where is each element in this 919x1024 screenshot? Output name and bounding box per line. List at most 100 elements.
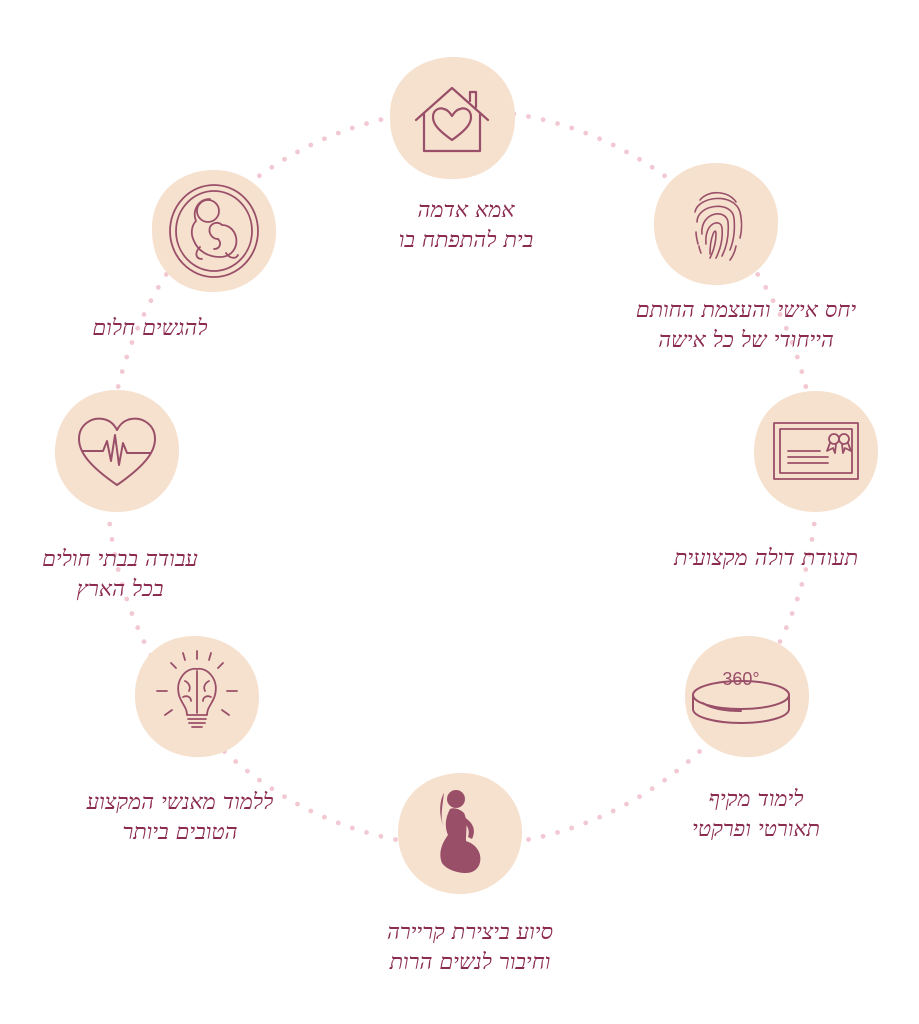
heartbeat-circle <box>51 387 183 515</box>
ring-dot <box>610 808 616 814</box>
ring-dot <box>107 521 113 527</box>
label-certificate: תעודת דולה מקצועית <box>616 544 916 574</box>
ring-dot <box>803 384 809 389</box>
rotation-360-circle: 360° <box>681 633 813 761</box>
label-fingerprint-line-2: הייחודי של כל אישה <box>658 328 834 353</box>
ring-dot <box>637 794 642 800</box>
ring-dot <box>269 786 275 792</box>
label-360: לימוד מקיף תאורטי ופרקטי <box>606 785 906 845</box>
ring-dot <box>378 833 384 839</box>
home-heart-icon <box>414 86 490 153</box>
ring-dot <box>109 537 115 542</box>
ring-dot <box>257 777 262 783</box>
ring-dot <box>662 777 667 783</box>
ring-dot <box>115 567 121 572</box>
ring-dot <box>555 121 560 126</box>
ring-dot <box>308 142 314 148</box>
ring-dot <box>378 117 384 123</box>
label-certificate-line-1: תעודת דולה מקצועית <box>673 546 859 571</box>
ring-dot <box>295 801 300 807</box>
fingerprint-circle <box>650 160 782 288</box>
ring-dot <box>777 312 783 317</box>
ring-dot <box>364 121 369 126</box>
ring-dot <box>583 130 589 136</box>
ring-dot <box>349 125 355 131</box>
label-pregnancy-line-2: וחיבור לנשים הרות <box>389 950 551 975</box>
ring-dot <box>269 164 275 170</box>
ring-dot <box>322 814 327 820</box>
ring-dot <box>322 136 327 142</box>
ring-dot <box>526 837 531 842</box>
ring-dot <box>119 582 125 587</box>
ring-dot <box>697 749 702 754</box>
ring-dot <box>295 149 300 155</box>
ring-dot <box>583 820 589 826</box>
brain-lightbulb-icon <box>156 650 238 728</box>
ring-dot <box>155 285 161 290</box>
ring-dot <box>770 298 776 304</box>
ring-dot <box>799 582 805 587</box>
certificate-icon <box>773 422 859 480</box>
ring-dot <box>783 625 789 631</box>
ring-dot <box>674 768 679 774</box>
label-fingerprint-line-1: יחס אישי והעצמת החותם <box>635 298 857 323</box>
ring-dot <box>555 830 560 835</box>
ring-dot <box>119 369 125 374</box>
label-home: אמא אדמה בית להתפתח בו <box>316 196 616 256</box>
ring-dot <box>129 611 135 616</box>
pregnant-woman-circle <box>394 769 526 897</box>
ring-dot <box>148 298 154 304</box>
ring-dot <box>624 149 629 155</box>
heartbeat-icon <box>78 417 156 486</box>
label-heart: עבודה בבתי חולים בכל הארץ <box>0 545 270 605</box>
label-brain: ללמוד מאנשי המקצוע הטובים ביותר <box>30 788 330 848</box>
ring-dot <box>124 596 130 602</box>
rotation-360-label: 360° <box>722 669 759 689</box>
ring-dot <box>124 354 130 360</box>
label-360-line-1: לימוד מקיף <box>708 787 804 812</box>
label-embryo: להגשים חלום <box>0 314 300 344</box>
ring-dot <box>540 117 546 123</box>
ring-dot <box>282 794 287 800</box>
ring-dot <box>141 639 147 644</box>
ring-dot <box>597 814 602 820</box>
ring-dot <box>282 156 287 162</box>
ring-dot <box>308 808 314 814</box>
label-home-line-2: בית להתפתח בו <box>398 228 534 253</box>
ring-dot <box>811 521 817 527</box>
ring-dot <box>794 354 800 360</box>
label-fingerprint: יחס אישי והעצמת החותם הייחודי של כל אישה <box>596 296 896 356</box>
ring-dot <box>540 833 546 839</box>
ring-dot <box>335 130 341 136</box>
certificate-circle <box>750 387 882 515</box>
ring-dot <box>794 596 800 602</box>
label-brain-line-2: הטובים ביותר <box>122 820 238 845</box>
ring-dot <box>649 164 655 170</box>
ring-dot <box>763 285 769 290</box>
ring-dot <box>637 156 642 162</box>
ring-dot <box>569 125 575 131</box>
ring-dot <box>809 537 815 542</box>
ring-dot <box>569 825 575 831</box>
label-pregnancy-line-1: סיוע ביצירת קריירה <box>386 920 554 945</box>
label-embryo-line-1: להגשים חלום <box>92 316 208 341</box>
fingerprint-icon <box>694 191 743 261</box>
embryo-circle <box>148 167 280 295</box>
rotation-360-icon: 360° <box>692 669 790 725</box>
ring-dot <box>799 369 805 374</box>
ring-dot <box>755 272 761 277</box>
ring-dot <box>803 567 809 572</box>
ring-dot <box>245 768 250 774</box>
ring-dot <box>115 384 121 389</box>
ring-dot <box>335 820 341 826</box>
ring-dot <box>610 142 616 148</box>
ring-dot <box>129 340 135 345</box>
ring-dot <box>662 173 667 179</box>
ring-dot <box>783 325 789 331</box>
ring-dot <box>141 312 147 317</box>
ring-dot <box>624 801 629 807</box>
label-home-line-1: אמא אדמה <box>417 198 515 223</box>
ring-dot <box>526 114 531 119</box>
ring-dot <box>112 552 118 557</box>
